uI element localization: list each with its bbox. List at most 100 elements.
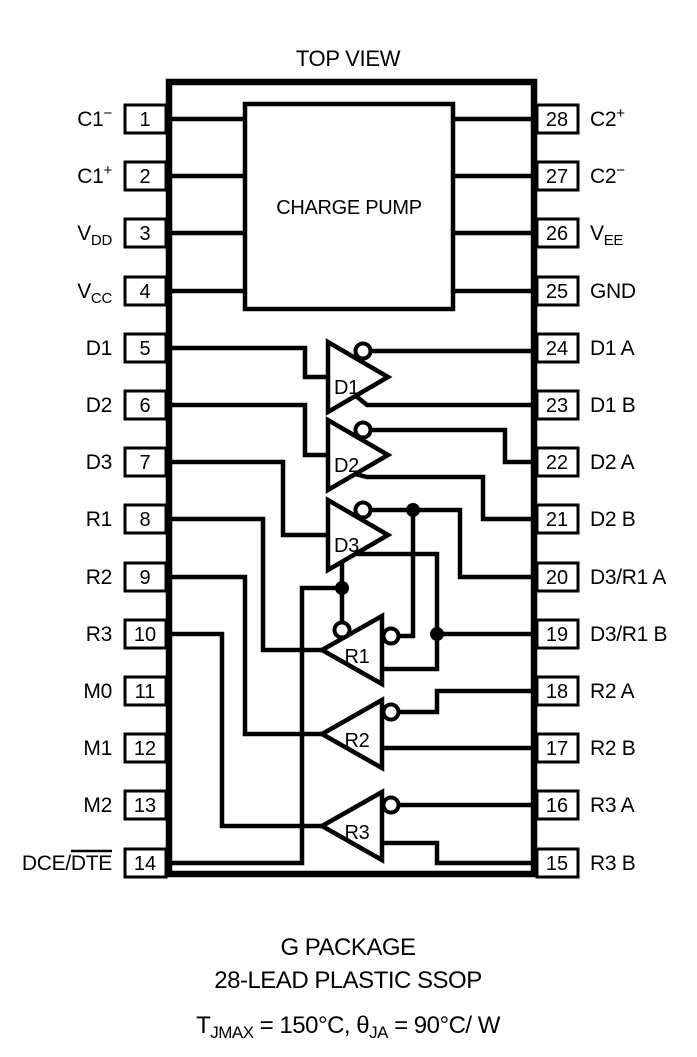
pin-box-19 [535, 618, 580, 650]
internal-wires [166, 116, 538, 866]
pin-box-23 [535, 389, 580, 421]
package-name: G PACKAGE [280, 934, 415, 961]
pin-number: 10 [134, 624, 156, 646]
pin-number: 20 [546, 567, 568, 589]
pin-number: 23 [546, 395, 568, 417]
pin-number: 28 [546, 109, 568, 131]
pin-label-vcc: VCC [77, 280, 112, 307]
pin-label-r2b: R2 B [590, 737, 636, 760]
pin-label-r3a: R3 A [590, 794, 635, 817]
pin-number: 16 [546, 795, 568, 817]
inversion-bubble [332, 620, 352, 640]
pin-box-28 [535, 103, 580, 135]
pin-labels-right: C2+ C2− VEE GND D1 A D1 B D2 A D2 B D3/R… [590, 105, 668, 875]
pin-number: 21 [546, 509, 568, 531]
inversion-bubble [381, 626, 401, 646]
pin-box-25 [535, 275, 580, 307]
pin-label-m0: M0 [83, 680, 112, 703]
pin-label-dce-dte: DCE/DTE [22, 852, 112, 875]
receiver-r3-label: R3 [345, 822, 370, 844]
pin-number: 14 [134, 853, 156, 875]
pin-box-6 [123, 389, 168, 421]
pin-number: 5 [139, 338, 150, 360]
pin-box-26 [535, 217, 580, 249]
pin-number: 25 [546, 281, 568, 303]
driver-symbols [317, 338, 393, 864]
pin-label-d2b: D2 B [590, 508, 636, 531]
pin-box-10 [123, 618, 168, 650]
pin-box-24 [535, 332, 580, 364]
receiver-r1-wires [166, 516, 322, 653]
pin-box-16 [535, 789, 580, 821]
junction-dots [335, 503, 444, 641]
pin-number: 4 [139, 281, 150, 303]
pin-box-9 [123, 561, 168, 593]
pin-box-21 [535, 503, 580, 535]
inversion-bubble [353, 341, 373, 361]
pin-label-c1-plus: C1+ [77, 162, 112, 188]
inversion-bubble [381, 795, 401, 815]
pin-label-c1-minus: C1− [77, 105, 112, 131]
pin-number: 1 [139, 109, 150, 131]
pin-label-d2: D2 [86, 394, 112, 417]
pin-label-r3b: R3 B [590, 852, 636, 875]
junction-dot [335, 581, 349, 595]
pin-box-14 [123, 847, 168, 879]
pin-box-17 [535, 732, 580, 764]
receiver-r3-symbol [317, 788, 385, 864]
pin-label-d2a: D2 A [590, 451, 635, 474]
pin-label-r3: R3 [86, 623, 112, 646]
pin-label-d3r1b: D3/R1 B [590, 623, 667, 646]
driver-d2-label: D2 [334, 455, 359, 477]
thermal-specs: TJMAX = 150°C, θJA = 90°C/ W [196, 1012, 501, 1042]
pin-number: 11 [135, 681, 156, 703]
charge-pump-block [242, 101, 456, 312]
driver-d1-symbol [325, 338, 393, 416]
pin-number: 22 [546, 452, 568, 474]
receiver-r1-label: R1 [345, 646, 370, 668]
pin-number: 7 [139, 452, 150, 474]
pin-number: 3 [139, 223, 150, 245]
pin-number: 26 [546, 223, 568, 245]
inversion-bubble [381, 702, 401, 722]
pin-box-18 [535, 675, 580, 707]
inversion-bubbles [332, 341, 401, 815]
pin-number: 15 [546, 853, 568, 875]
pin-label-vee: VEE [590, 222, 623, 249]
pin-label-r1: R1 [86, 508, 112, 531]
pin-box-2 [123, 160, 168, 192]
charge-pump-label: CHARGE PUMP [276, 197, 422, 219]
pin-box-11 [123, 675, 168, 707]
inversion-bubble [353, 500, 373, 520]
pin-number: 8 [139, 509, 150, 531]
pin-label-d3: D3 [86, 451, 112, 474]
pin-boxes [123, 103, 580, 879]
pin-box-20 [535, 561, 580, 593]
pin-number: 27 [546, 166, 568, 188]
driver-d3-wires [166, 459, 538, 866]
pin-number: 12 [134, 738, 156, 760]
pin-number: 9 [139, 567, 150, 589]
driver-d1-label: D1 [334, 377, 359, 399]
pin-box-1 [123, 103, 168, 135]
pin-label-c2-minus: C2− [590, 162, 625, 188]
pin-numbers-right: 28 27 26 25 24 23 22 21 20 19 18 17 16 1… [546, 109, 568, 875]
receiver-r2-wires [166, 574, 538, 751]
pin-box-3 [123, 217, 168, 249]
pin-number: 13 [134, 795, 156, 817]
pin-box-27 [535, 160, 580, 192]
inversion-bubble [353, 420, 373, 440]
pin-numbers-left: 1 2 3 4 5 6 7 8 9 10 11 12 13 14 [134, 109, 156, 875]
pin-box-4 [123, 275, 168, 307]
pin-number: 24 [546, 338, 568, 360]
pin-label-d1: D1 [86, 337, 112, 360]
package-description: 28-LEAD PLASTIC SSOP [214, 967, 481, 994]
pin-box-22 [535, 446, 580, 478]
receiver-r2-symbol [317, 696, 385, 772]
pin-box-8 [123, 503, 168, 535]
pin-number: 19 [546, 624, 568, 646]
driver-d3-label: D3 [334, 535, 359, 557]
diagram-title: TOP VIEW [296, 46, 401, 71]
